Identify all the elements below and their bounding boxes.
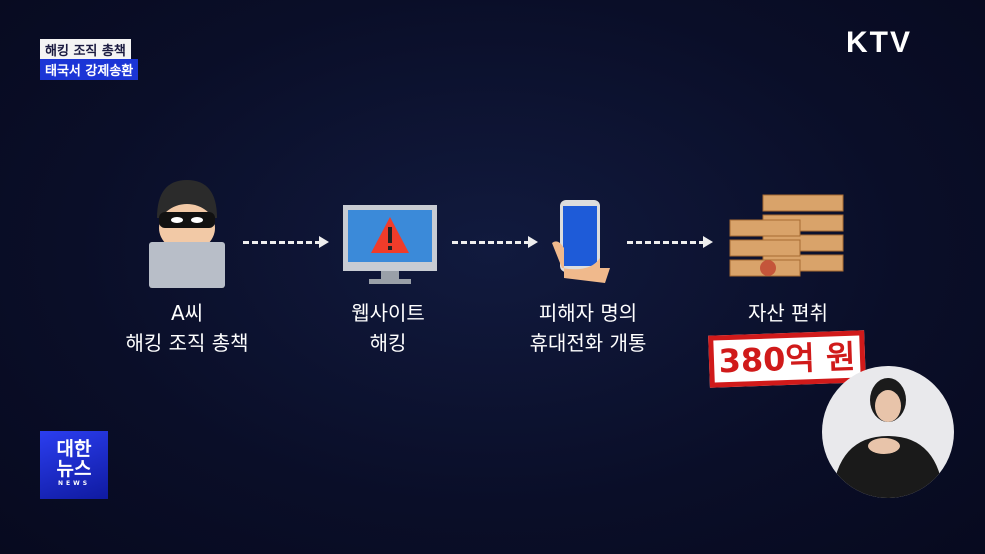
logo-sub: NEWS: [57, 480, 91, 487]
logo-line1: 대한: [56, 438, 92, 460]
step-label-line: 해킹: [369, 331, 407, 355]
amount-badge: 380억 원: [708, 330, 866, 388]
hacker-icon: [149, 180, 225, 288]
flow-arrow: [243, 236, 329, 248]
step-label-4: 자산 편취: [688, 298, 888, 328]
monitor-warning-icon: [343, 205, 437, 284]
step-label-line: 자산 편취: [748, 301, 828, 325]
logo-line2: 뉴스: [56, 458, 92, 480]
step-label-line: 휴대전화 개통: [529, 331, 647, 355]
ktv-logo: KTV: [846, 26, 912, 59]
step-label-line: 해킹 조직 총책: [125, 331, 249, 355]
smartphone-icon: [552, 200, 610, 283]
sign-language-interpreter: [822, 366, 954, 498]
step-label-line: 피해자 명의: [538, 301, 638, 325]
step-label-line: 웹사이트: [351, 301, 425, 325]
step-label-line: A씨: [170, 301, 204, 325]
money-stack-icon: [729, 194, 844, 277]
caption-line1: 해킹 조직 총책: [40, 39, 131, 60]
caption-line2: 태국서 강제송환: [40, 59, 139, 80]
flow-arrow: [627, 236, 713, 248]
flow-arrow: [452, 236, 538, 248]
